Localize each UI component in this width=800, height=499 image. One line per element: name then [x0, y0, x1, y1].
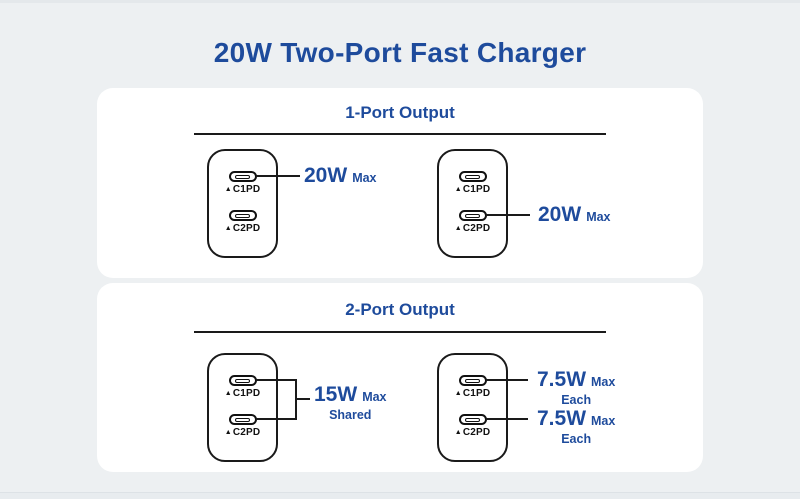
usb-c-port-icon	[458, 171, 487, 182]
triangle-icon: ▲	[224, 225, 232, 232]
section-header-2-port: 2-Port Output	[345, 300, 455, 319]
port-label-c2pd: ▲C2PD	[439, 427, 506, 438]
power-annotation: 15W Max Shared	[314, 384, 387, 422]
leader-line	[486, 379, 528, 381]
power-value: 15W	[314, 383, 358, 406]
usb-c-port-c2: ▲C2PD	[439, 210, 506, 234]
power-qualifier: Max	[352, 171, 377, 185]
bracket-line-stub	[297, 398, 310, 400]
usb-c-port-icon	[228, 171, 257, 182]
usb-c-pin-icon	[235, 378, 250, 383]
power-qualifier: Max	[591, 375, 616, 389]
usb-c-port-c1: ▲C1PD	[439, 375, 506, 399]
power-note: Each	[561, 432, 592, 446]
port-label-text: C1PD	[462, 184, 491, 195]
usb-c-port-c2: ▲C2PD	[439, 414, 506, 438]
power-value: 20W	[304, 164, 348, 187]
power-qualifier: Max	[586, 210, 611, 224]
bracket-line-vertical	[295, 379, 297, 420]
section-header-1-port: 1-Port Output	[345, 103, 455, 122]
power-annotation: 20W Max	[538, 204, 611, 225]
port-label-text: C1PD	[462, 388, 491, 399]
usb-c-port-icon	[458, 210, 487, 221]
port-label-c1pd: ▲C1PD	[439, 388, 506, 399]
port-label-text: C2PD	[232, 427, 261, 438]
port-label-c1pd: ▲C1PD	[209, 388, 276, 399]
charger-outline: ▲C1PD ▲C2PD	[437, 353, 508, 462]
top-edge-strip	[0, 0, 800, 3]
usb-c-port-c1: ▲C1PD	[209, 171, 276, 195]
power-value: 7.5W	[537, 407, 587, 430]
triangle-icon: ▲	[224, 186, 232, 193]
charger-outline: ▲C1PD ▲C2PD	[207, 149, 278, 258]
leader-line	[486, 418, 528, 420]
power-annotation: 7.5W Max Each	[537, 369, 615, 407]
usb-c-pin-icon	[465, 378, 480, 383]
port-label-text: C2PD	[232, 223, 261, 234]
charger-outline: ▲C1PD ▲C2PD	[437, 149, 508, 258]
port-label-c2pd: ▲C2PD	[209, 223, 276, 234]
usb-c-port-icon	[458, 375, 487, 386]
power-value: 20W	[538, 203, 582, 226]
usb-c-pin-icon	[235, 213, 250, 218]
usb-c-port-icon	[228, 414, 257, 425]
triangle-icon: ▲	[454, 390, 462, 397]
power-value: 7.5W	[537, 368, 587, 391]
bracket-line-bottom	[256, 418, 297, 420]
usb-c-pin-icon	[235, 417, 250, 422]
port-label-text: C2PD	[462, 223, 491, 234]
leader-line	[256, 175, 300, 177]
usb-c-port-c1: ▲C1PD	[439, 171, 506, 195]
port-label-c1pd: ▲C1PD	[209, 184, 276, 195]
section-card-2-port: 2-Port Output ▲C1PD ▲C2PD 15W Max Shared	[97, 283, 703, 472]
bracket-line-top	[256, 379, 297, 381]
page-title: 20W Two-Port Fast Charger	[213, 37, 587, 68]
section-divider	[194, 331, 606, 333]
usb-c-port-icon	[228, 210, 257, 221]
usb-c-port-c2: ▲C2PD	[209, 210, 276, 234]
bottom-edge-strip	[0, 492, 800, 499]
triangle-icon: ▲	[454, 225, 462, 232]
port-label-text: C2PD	[462, 427, 491, 438]
triangle-icon: ▲	[454, 186, 462, 193]
usb-c-port-c1: ▲C1PD	[209, 375, 276, 399]
usb-c-pin-icon	[465, 213, 480, 218]
power-annotation: 7.5W Max Each	[537, 408, 615, 446]
triangle-icon: ▲	[224, 390, 232, 397]
section-card-1-port: 1-Port Output ▲C1PD ▲C2PD 20W Max ▲C1	[97, 88, 703, 278]
usb-c-pin-icon	[235, 174, 250, 179]
port-label-c1pd: ▲C1PD	[439, 184, 506, 195]
power-qualifier: Max	[591, 414, 616, 428]
power-note: Shared	[329, 408, 372, 422]
usb-c-pin-icon	[465, 174, 480, 179]
power-qualifier: Max	[362, 390, 387, 404]
triangle-icon: ▲	[454, 429, 462, 436]
usb-c-pin-icon	[465, 417, 480, 422]
charger-outline: ▲C1PD ▲C2PD	[207, 353, 278, 462]
usb-c-port-icon	[228, 375, 257, 386]
leader-line	[486, 214, 530, 216]
usb-c-port-icon	[458, 414, 487, 425]
port-label-text: C1PD	[232, 388, 261, 399]
power-note: Each	[561, 393, 592, 407]
port-label-text: C1PD	[232, 184, 261, 195]
port-label-c2pd: ▲C2PD	[209, 427, 276, 438]
section-divider	[194, 133, 606, 135]
triangle-icon: ▲	[224, 429, 232, 436]
usb-c-port-c2: ▲C2PD	[209, 414, 276, 438]
port-label-c2pd: ▲C2PD	[439, 223, 506, 234]
power-annotation: 20W Max	[304, 165, 377, 186]
